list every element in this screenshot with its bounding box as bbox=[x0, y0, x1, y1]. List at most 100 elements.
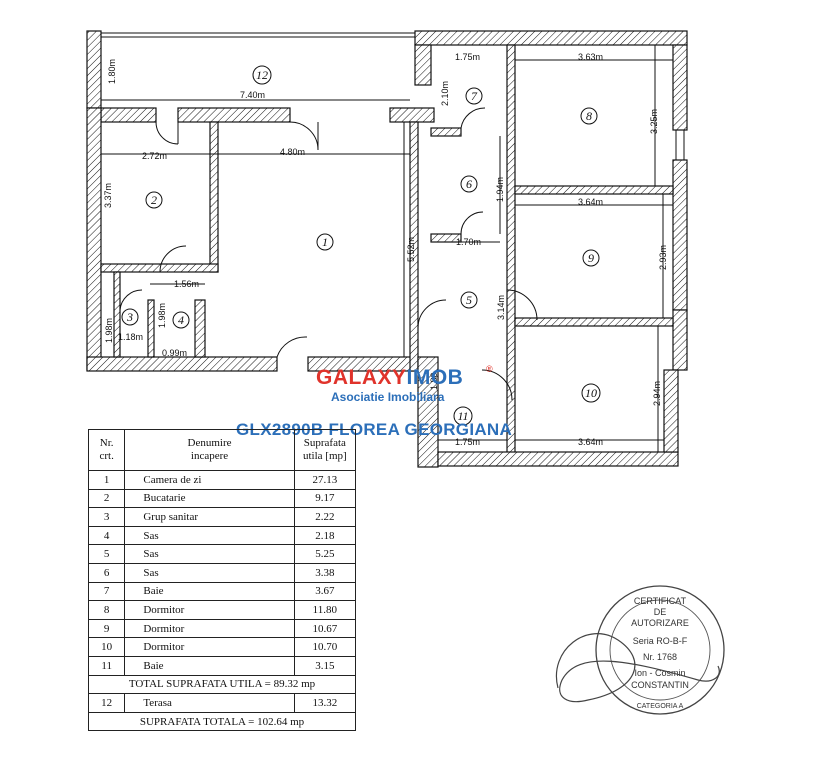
table-total-useful-row: TOTAL SUPRAFATA UTILA = 89.32 mp bbox=[88, 674, 356, 695]
dim-wc-bottom: 1.18m bbox=[118, 332, 143, 342]
wall-wc-sas bbox=[147, 299, 155, 358]
dim-bed10-depth: 2.94m bbox=[652, 381, 662, 406]
door-bath7 bbox=[460, 107, 486, 129]
stamp-line4: Seria RO-B-F bbox=[633, 636, 688, 646]
wall-living-right bbox=[409, 121, 419, 372]
stamp-line3: AUTORIZARE bbox=[631, 618, 689, 628]
wall-left bbox=[86, 107, 102, 371]
room-12-circle bbox=[252, 65, 272, 85]
wall-top-right bbox=[389, 107, 435, 123]
room-4-circle bbox=[172, 311, 190, 329]
dim-kitchen-width: 2.72m bbox=[142, 151, 167, 161]
door-bath11 bbox=[481, 369, 513, 401]
door-living-top bbox=[289, 121, 319, 151]
wall-bed9-bed10 bbox=[514, 317, 674, 327]
wall-bottom-east bbox=[437, 451, 679, 467]
room-7-label: 7 bbox=[471, 89, 478, 103]
room-2-label: 2 bbox=[151, 193, 157, 207]
room-4-label: 4 bbox=[178, 313, 184, 327]
dim-sas5-width: 1.70m bbox=[456, 237, 481, 247]
wall-east-right-c bbox=[672, 309, 688, 371]
room-6-label: 6 bbox=[466, 177, 472, 191]
room-12-label: 12 bbox=[256, 68, 268, 82]
wall-east-top-left bbox=[414, 44, 432, 86]
terrace-left-wall bbox=[86, 30, 102, 109]
dim-wc-depth: 1.98m bbox=[157, 303, 167, 328]
stamp-line7: CONSTANTIN bbox=[631, 680, 689, 690]
room-7-circle bbox=[465, 87, 483, 105]
room-11-circle bbox=[453, 406, 473, 426]
wall-bath11-left bbox=[417, 356, 439, 468]
wall-bed8-bed9 bbox=[514, 185, 674, 195]
wall-top-mid bbox=[177, 107, 291, 123]
certification-stamp: CERTIFICAT DE AUTORIZARE Seria RO-B-F Nr… bbox=[555, 585, 725, 715]
stamp-line6: Ion - Cosmin bbox=[634, 668, 685, 678]
wall-sas-living bbox=[194, 299, 206, 358]
room-10-label: 10 bbox=[585, 386, 597, 400]
room-9-label: 9 bbox=[588, 251, 594, 265]
room-1-label: 1 bbox=[322, 235, 328, 249]
dim-bath11-width: 1.75m bbox=[455, 437, 480, 447]
dim-bed10-width: 3.64m bbox=[578, 437, 603, 447]
door-kitchen bbox=[155, 121, 179, 145]
stamp-line1: CERTIFICAT bbox=[634, 596, 687, 606]
stamp-inner-ring bbox=[609, 599, 711, 701]
stamp-line5: Nr. 1768 bbox=[643, 652, 677, 662]
room-9-circle bbox=[582, 249, 600, 267]
dim-kitchen-depth: 3.37m bbox=[103, 183, 113, 208]
dim-sas-bottom: 0.99m bbox=[162, 348, 187, 358]
wall-wc-left bbox=[113, 271, 121, 358]
room-8-label: 8 bbox=[586, 109, 592, 123]
wall-bottom-mid bbox=[307, 356, 419, 372]
door-sas5 bbox=[417, 299, 447, 329]
room-8-circle bbox=[580, 107, 598, 125]
room-3-circle bbox=[121, 308, 139, 326]
wall-bed10-right bbox=[663, 369, 679, 453]
room-10-circle bbox=[581, 383, 601, 403]
dim-bed9-depth: 2.93m bbox=[658, 245, 668, 270]
room-6-circle bbox=[460, 175, 478, 193]
stamp-category: CATEGORIA A bbox=[637, 703, 684, 710]
header-nr: Nr.crt. bbox=[87, 429, 126, 471]
dim-terrace-depth: 1.80m bbox=[107, 59, 117, 84]
table-total-row: SUPRAFATA TOTALA = 102.64 mp bbox=[88, 711, 356, 732]
wall-top-kitchen bbox=[100, 107, 157, 123]
wall-kitchen-bottom bbox=[100, 263, 219, 273]
room-11-label: 11 bbox=[457, 409, 468, 423]
wall-top-east bbox=[414, 30, 688, 46]
dim-bed9-width: 3.64m bbox=[578, 197, 603, 207]
room-5-circle bbox=[460, 291, 478, 309]
stamp-outer-ring bbox=[595, 585, 725, 715]
dim-living-width: 4.80m bbox=[280, 147, 305, 157]
dim-wc-left-depth: 1.98m bbox=[104, 318, 114, 343]
dim-bed8-depth: 3.25m bbox=[649, 109, 659, 134]
door-bed9 bbox=[506, 289, 538, 321]
room-3-label: 3 bbox=[126, 310, 133, 324]
wall-bedrooms-left bbox=[506, 44, 516, 458]
total-useful-area: TOTAL SUPRAFATA UTILA = 89.32 mp bbox=[88, 674, 356, 695]
door-living-bottom bbox=[276, 336, 308, 358]
dim-bath11-depth: 1.80 bbox=[429, 372, 439, 390]
wall-bath7-sas6 bbox=[430, 127, 462, 137]
wall-east-right-a bbox=[672, 44, 688, 131]
signature-scribble bbox=[555, 633, 720, 703]
room-1-circle bbox=[316, 233, 334, 251]
wall-bottom-left bbox=[86, 356, 278, 372]
dim-sas5-depth: 3.14m bbox=[496, 295, 506, 320]
stamp-line2: DE bbox=[654, 607, 667, 617]
dim-terrace-width: 7.40m bbox=[240, 90, 265, 100]
wall-east-right-b bbox=[672, 159, 688, 311]
